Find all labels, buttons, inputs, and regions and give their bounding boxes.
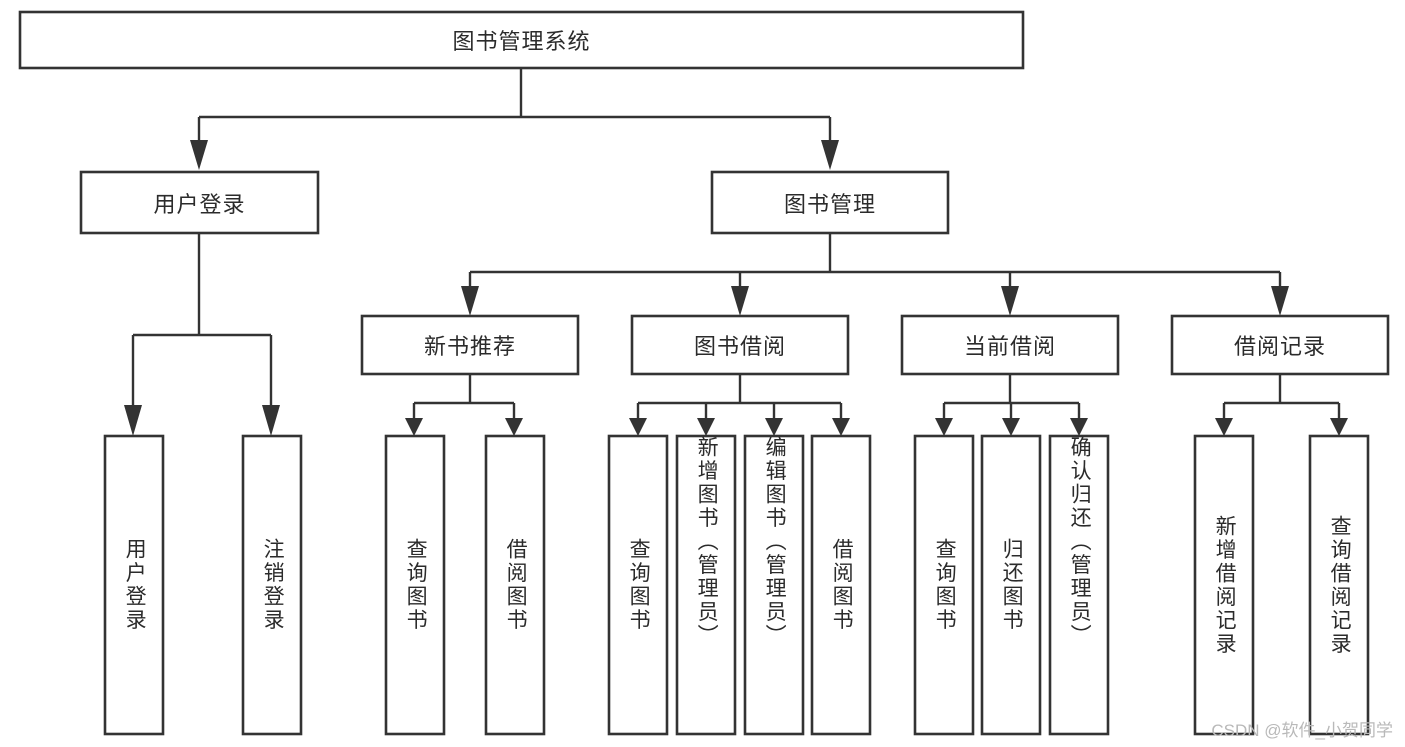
node-book-borrow-box[interactable] (630, 314, 850, 376)
arrowhead-icon-newbook-leaf1 (405, 418, 423, 436)
arrowhead-icon-user-login (190, 140, 208, 170)
node-borrow-record-box[interactable] (1170, 314, 1390, 376)
watermark-text: CSDN @软件_小贺同学 (1211, 721, 1393, 740)
arrowhead-icon-userlogin-leaf2 (262, 405, 280, 436)
arrowhead-icon-current-leaf3 (1070, 418, 1088, 436)
leaf-box-record-2[interactable] (1308, 434, 1370, 736)
leaf-box-borrow-3[interactable] (743, 434, 805, 736)
node-user-login-box[interactable] (79, 170, 320, 235)
arrowhead-icon-borrow-leaf3 (765, 418, 783, 436)
leaf-box-userlogin-1[interactable] (103, 434, 165, 736)
node-root-box[interactable] (18, 10, 1025, 70)
leaf-box-current-1[interactable] (913, 434, 975, 736)
leaf-box-borrow-2[interactable] (675, 434, 737, 736)
arrowhead-icon-book-mgmt (821, 140, 839, 170)
arrowhead-icon-newbook-leaf2 (505, 418, 523, 436)
arrowhead-icon-current-leaf2 (1002, 418, 1020, 436)
leaf-box-current-2[interactable] (980, 434, 1042, 736)
arrowhead-icon-borrow-leaf4 (832, 418, 850, 436)
arrowhead-icon-current-leaf1 (935, 418, 953, 436)
node-current-borrow-box[interactable] (900, 314, 1120, 376)
arrowhead-icon-record-leaf2 (1330, 418, 1348, 436)
leaf-box-newbook-2[interactable] (484, 434, 546, 736)
arrowhead-icon-borrow-leaf2 (697, 418, 715, 436)
node-new-book-box[interactable] (360, 314, 580, 376)
leaf-box-record-1[interactable] (1193, 434, 1255, 736)
arrowhead-icon-record (1271, 286, 1289, 316)
arrowhead-icon-borrow (731, 286, 749, 316)
node-book-mgmt-box[interactable] (710, 170, 950, 235)
leaf-box-newbook-1[interactable] (384, 434, 446, 736)
leaf-box-borrow-4[interactable] (810, 434, 872, 736)
arrowhead-icon-current (1001, 286, 1019, 316)
arrowhead-icon-borrow-leaf1 (629, 418, 647, 436)
arrowhead-icon-userlogin-leaf1 (124, 405, 142, 436)
leaf-box-borrow-1[interactable] (607, 434, 669, 736)
leaf-box-current-3[interactable] (1048, 434, 1110, 736)
connector-group (124, 68, 1348, 436)
leaf-box-userlogin-2[interactable] (241, 434, 303, 736)
node-box-group (18, 10, 1390, 736)
arrowhead-icon-record-leaf1 (1215, 418, 1233, 436)
arrowhead-icon-newbook (461, 286, 479, 316)
